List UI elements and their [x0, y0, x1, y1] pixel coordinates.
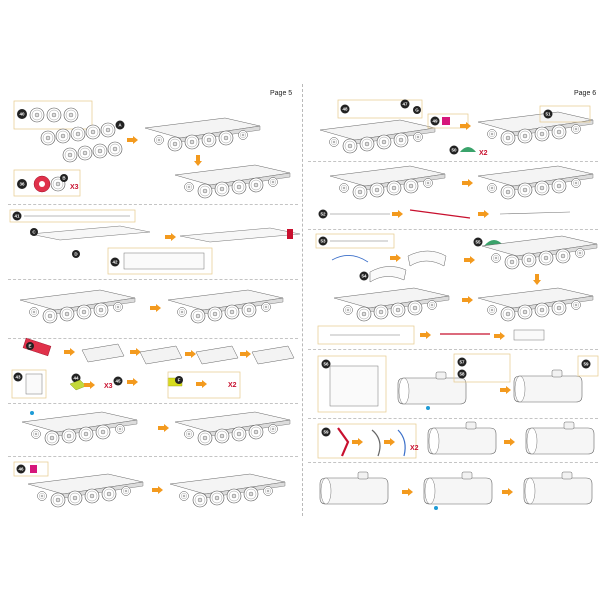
part-51-label: 51: [545, 112, 551, 117]
part-40-label: 40: [19, 112, 25, 117]
part-41-label: 41: [14, 214, 20, 219]
step-smokebox: 59 X2: [317, 421, 595, 459]
quantity-x3: X3: [70, 184, 79, 191]
page-label-left: Page 5: [270, 90, 293, 97]
step-frame-plates: 41 C D 42: [9, 209, 301, 275]
quantity-x2: X2: [479, 150, 488, 157]
step-brackets: E 43 44 X3 45 F X2: [11, 337, 295, 399]
step-valve-gear: [22, 411, 290, 445]
part-42-label: 42: [112, 260, 118, 265]
part-g-label: G: [415, 108, 419, 113]
row-divider: [308, 418, 598, 419]
step-running-board: 52: [318, 166, 594, 219]
quantity-x2: X2: [410, 445, 419, 452]
part-43-label: 43: [15, 375, 21, 380]
quantity-x3: X3: [104, 383, 113, 390]
step-cylinders: [319, 471, 593, 510]
row-divider: [8, 456, 298, 457]
part-56-label: 56: [323, 362, 329, 367]
row-divider: [308, 462, 598, 463]
part-b-label: B: [62, 176, 66, 181]
part-55-label: 55: [475, 240, 481, 245]
quantity-x2: X2: [228, 382, 237, 389]
part-44-label: 44: [73, 376, 79, 381]
page-label-right: Page 6: [574, 90, 597, 97]
part-c-label: C: [32, 230, 36, 235]
step-cab-details: 48 47 G 49 50 X2 51: [320, 99, 593, 157]
part-58-label: 58: [459, 372, 465, 377]
step-frame-on-wheels: [20, 290, 283, 323]
row-divider: [8, 403, 298, 404]
part-e-label: E: [28, 344, 31, 349]
page-divider: [302, 84, 303, 516]
part-50-label: 50: [451, 148, 457, 153]
row-divider: [308, 161, 598, 162]
part-d-label: D: [74, 252, 78, 257]
part-54-label: 54: [361, 274, 367, 279]
step-wheels-assembly: 40 A 36 B X3: [13, 100, 290, 198]
row-divider: [308, 349, 598, 350]
part-59b-label: 59: [323, 430, 329, 435]
part-36-label: 36: [19, 182, 25, 187]
step-side-rods: 46: [13, 461, 285, 507]
part-f-label: F: [178, 378, 181, 383]
part-46-label: 46: [18, 467, 24, 472]
step-boiler: 56 57 58 59: [317, 353, 599, 413]
part-57-label: 57: [459, 360, 465, 365]
part-53-label: 53: [320, 239, 326, 244]
part-a-label: A: [118, 123, 122, 128]
part-52-label: 52: [320, 212, 326, 217]
part-59-label: 59: [583, 362, 589, 367]
part-48-label: 48: [342, 107, 348, 112]
step-cab-roof: 53 54 55: [315, 233, 597, 345]
part-47-label: 47: [402, 102, 408, 107]
row-divider: [8, 338, 298, 339]
row-divider: [8, 204, 298, 205]
row-divider: [8, 279, 298, 280]
part-45-label: 45: [115, 379, 121, 384]
row-divider: [308, 229, 598, 230]
part-49-label: 49: [432, 119, 438, 124]
